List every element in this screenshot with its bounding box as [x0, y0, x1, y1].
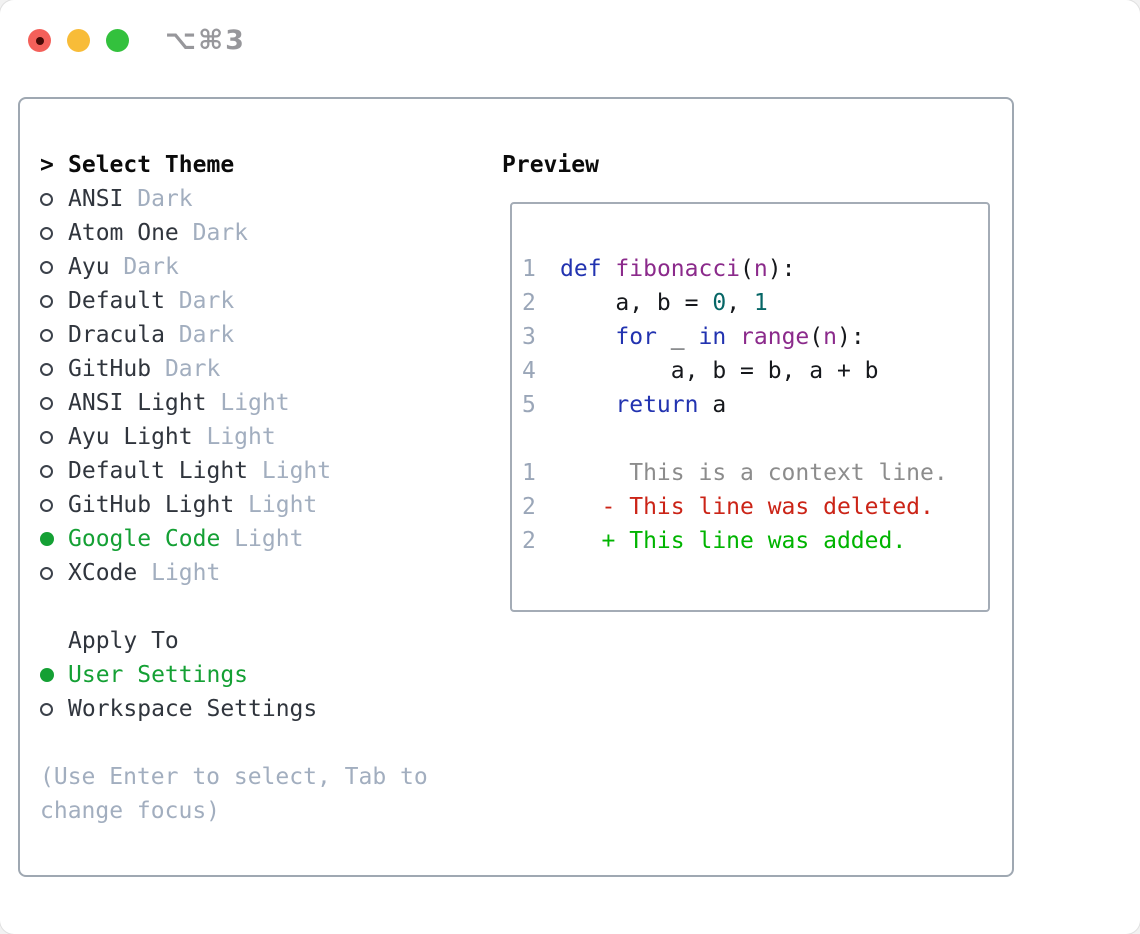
radio-unselected-icon — [40, 226, 53, 240]
line-content: return a — [615, 392, 727, 418]
apply-to-option-user-settings[interactable]: User Settings — [40, 658, 428, 692]
item-label: ANSI Light Light — [68, 390, 290, 416]
diff-deleted-line: 2 - This line was deleted. — [522, 490, 988, 524]
spacer-row — [40, 726, 428, 760]
window-title-shortcut: ⌥⌘3 — [165, 25, 246, 56]
code-line: 1 def fibonacci(n): — [522, 252, 988, 286]
radio-unselected-icon — [40, 430, 53, 444]
line-content: This is a context line. — [560, 460, 948, 486]
radio-unselected-icon — [40, 192, 53, 206]
radio-unselected-icon — [40, 260, 53, 274]
item-label: Workspace Settings — [68, 696, 318, 722]
code-line: 3 for _ in range(n): — [522, 320, 988, 354]
line-number: 1 — [522, 256, 536, 282]
item-label: Google Code Light — [68, 526, 304, 552]
diff-added-line: 2 + This line was added. — [522, 524, 988, 558]
radio-unselected-icon — [40, 566, 53, 580]
spacer-row — [40, 590, 428, 624]
radio-selected-icon — [40, 532, 54, 546]
line-content: def fibonacci(n): — [560, 256, 796, 282]
select-theme-header-row: > Select Theme — [40, 148, 428, 182]
item-label: Dracula Dark — [68, 322, 235, 348]
radio-selected-icon — [40, 668, 54, 682]
item-label: ANSI Dark — [68, 186, 193, 212]
zoom-button[interactable] — [106, 29, 129, 52]
hint-line-2: change focus) — [40, 798, 221, 824]
theme-item-xcode[interactable]: XCode Light — [40, 556, 428, 590]
blank-line — [522, 422, 988, 456]
line-number: 4 — [522, 358, 536, 384]
close-button[interactable] — [28, 29, 51, 52]
theme-item-atom-one[interactable]: Atom One Dark — [40, 216, 428, 250]
theme-item-ayu[interactable]: Ayu Dark — [40, 250, 428, 284]
apply-to-option-workspace-settings[interactable]: Workspace Settings — [40, 692, 428, 726]
theme-item-github-light[interactable]: GitHub Light Light — [40, 488, 428, 522]
theme-item-github[interactable]: GitHub Dark — [40, 352, 428, 386]
line-number: 2 — [522, 528, 536, 554]
code-line: 2 a, b = 0, 1 — [522, 286, 988, 320]
titlebar: ⌥⌘3 — [28, 25, 246, 56]
line-content: for _ in range(n): — [615, 324, 865, 350]
minimize-button[interactable] — [67, 29, 90, 52]
line-number: 1 — [522, 460, 536, 486]
code-line: 4 a, b = b, a + b — [522, 354, 988, 388]
radio-unselected-icon — [40, 294, 53, 308]
radio-unselected-icon — [40, 498, 53, 512]
line-content: + This line was added. — [560, 528, 907, 554]
theme-item-google-code[interactable]: Google Code Light — [40, 522, 428, 556]
line-number: 2 — [522, 494, 536, 520]
line-content: a, b = b, a + b — [560, 358, 879, 384]
line-number: 2 — [522, 290, 536, 316]
item-label: Default Dark — [68, 288, 235, 314]
select-theme-header: Select Theme — [68, 152, 235, 178]
line-number: 3 — [522, 324, 536, 350]
line-number: 5 — [522, 392, 536, 418]
item-label: Default Light Light — [68, 458, 332, 484]
theme-item-ayu-light[interactable]: Ayu Light Light — [40, 420, 428, 454]
code-line: 5 return a — [522, 388, 988, 422]
item-label: User Settings — [68, 662, 249, 688]
theme-item-ansi-light[interactable]: ANSI Light Light — [40, 386, 428, 420]
hint-line-1: (Use Enter to select, Tab to — [40, 764, 428, 790]
item-label: Atom One Dark — [68, 220, 249, 246]
item-label: XCode Light — [68, 560, 221, 586]
line-content: a, b = 0, 1 — [560, 290, 768, 316]
line-content: - This line was deleted. — [560, 494, 934, 520]
focus-caret-icon: > — [40, 152, 54, 178]
radio-unselected-icon — [40, 362, 53, 376]
apply-to-header: Apply To — [68, 628, 179, 654]
preview-header: Preview — [502, 152, 599, 178]
radio-unselected-icon — [40, 464, 53, 478]
line-number — [522, 422, 536, 456]
theme-item-default[interactable]: Default Dark — [40, 284, 428, 318]
item-label: Ayu Light Light — [68, 424, 276, 450]
theme-item-default-light[interactable]: Default Light Light — [40, 454, 428, 488]
radio-unselected-icon — [40, 702, 53, 716]
item-label: Ayu Dark — [68, 254, 179, 280]
item-label: GitHub Dark — [68, 356, 221, 382]
theme-item-ansi[interactable]: ANSI Dark — [40, 182, 428, 216]
unsaved-indicator-icon — [35, 36, 44, 45]
radio-unselected-icon — [40, 328, 53, 342]
diff-context-line: 1 This is a context line. — [522, 456, 988, 490]
apply-to-header-row: Apply To — [40, 624, 428, 658]
theme-item-dracula[interactable]: Dracula Dark — [40, 318, 428, 352]
item-label: GitHub Light Light — [68, 492, 318, 518]
radio-unselected-icon — [40, 396, 53, 410]
